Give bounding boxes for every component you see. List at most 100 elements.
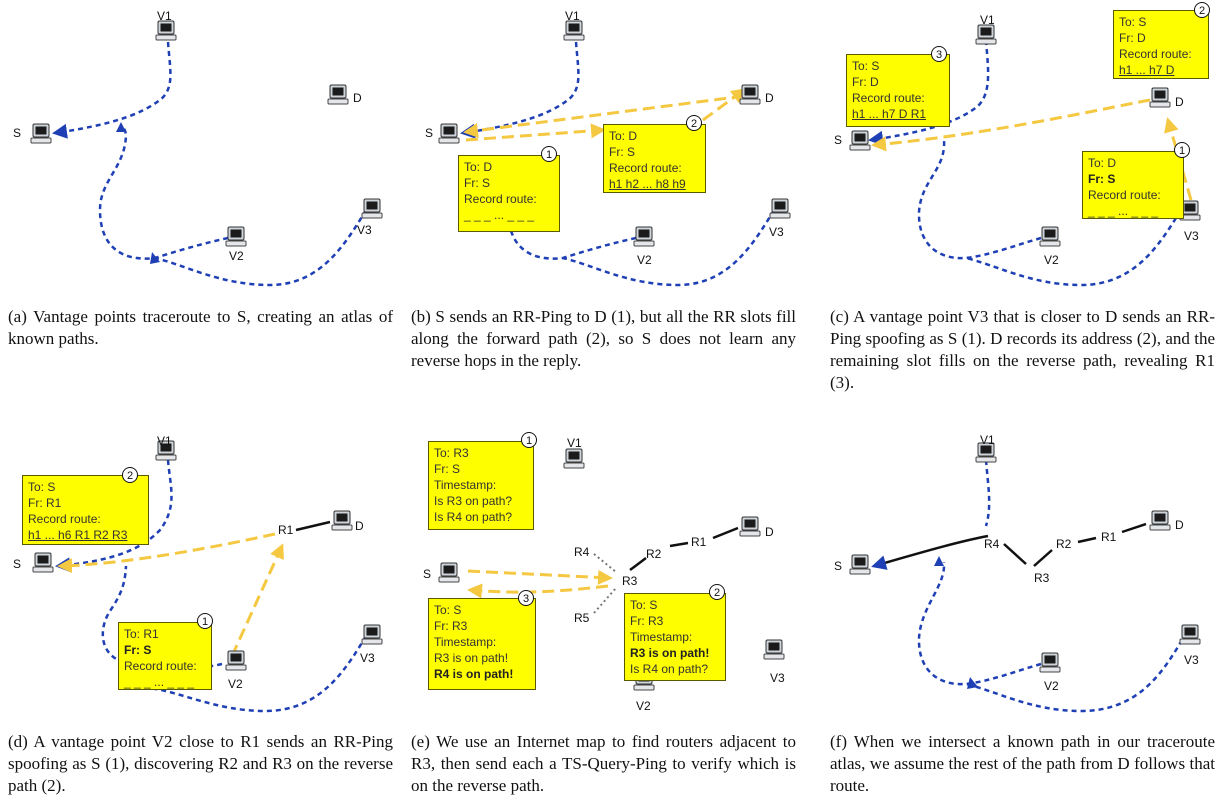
computer-icon-d bbox=[739, 516, 761, 537]
panel-e: V1 D R1 R2 R3 R4 R5 S V2 V3 To: R3 Fr: S… bbox=[408, 426, 808, 805]
node-label-v2: V2 bbox=[1044, 679, 1059, 693]
probe-to-d bbox=[702, 88, 747, 122]
ts-query-r3: Is R3 on path? bbox=[434, 494, 513, 508]
node-label-r3: R3 bbox=[622, 574, 638, 588]
caption-b: (b) S sends an RR-Ping to D (1), but all… bbox=[411, 307, 796, 370]
arrow-head bbox=[116, 122, 126, 132]
node-label-r1: R1 bbox=[278, 523, 294, 537]
panel-a-diagram: V1 D S V2 V3 bbox=[13, 9, 383, 287]
computer-icon-s bbox=[438, 562, 460, 583]
panel-b: V1 D S V2 V3 To: D Fr: S Record route: _… bbox=[408, 0, 808, 380]
packet-to: To: S bbox=[28, 480, 56, 494]
packet-from: Fr: R3 bbox=[630, 614, 664, 628]
packet-to: To: S bbox=[434, 603, 462, 617]
adjacency-r3-r5 bbox=[593, 587, 617, 614]
node-label-r3: R3 bbox=[1034, 571, 1050, 585]
packet-field: Record route: bbox=[28, 512, 101, 526]
packet-field: Timestamp: bbox=[434, 478, 497, 492]
path-v3-to-v2 bbox=[147, 635, 368, 713]
path-v1-to-s bbox=[52, 41, 172, 139]
path-v1-to-s bbox=[55, 459, 173, 573]
packet-field: Record route: bbox=[124, 659, 197, 673]
link-r1-d bbox=[712, 526, 739, 540]
probe-v2-to-r1 bbox=[230, 543, 284, 657]
step-badge-1: 1 bbox=[521, 432, 537, 448]
adjacency-r3-r4 bbox=[593, 553, 617, 573]
computer-icon-v3 bbox=[361, 624, 383, 645]
computer-icon-s bbox=[849, 554, 871, 575]
computer-icon-d bbox=[327, 84, 349, 105]
path-v1-to-r4 bbox=[984, 459, 991, 527]
node-label-v3: V3 bbox=[770, 671, 785, 685]
rr-packet-box-1: To: D Fr: S Record route: _ _ _ ... _ _ … bbox=[458, 155, 560, 232]
computer-icon-s bbox=[438, 123, 460, 144]
node-label-v3: V3 bbox=[1184, 229, 1199, 243]
packet-slots: h1 ... h6 R1 R2 R3 bbox=[28, 528, 128, 542]
path-v2-to-s bbox=[506, 209, 637, 260]
computer-icon-v3 bbox=[1179, 624, 1201, 645]
packet-to: To: R3 bbox=[434, 446, 469, 460]
computer-icon-d bbox=[1149, 510, 1171, 531]
packet-field: Record route: bbox=[1119, 47, 1192, 61]
panel-b-diagram: V1 D S V2 V3 bbox=[425, 9, 791, 287]
panel-f-diagram: V1 D R1 R2 R3 R4 S V2 V3 bbox=[834, 433, 1201, 713]
caption-c: (c) A vantage point V3 that is closer to… bbox=[830, 307, 1215, 392]
step-badge-2: 2 bbox=[122, 467, 138, 483]
caption-a: (a) Vantage points traceroute to S, crea… bbox=[8, 307, 393, 348]
rr-packet-box-2: To: S Fr: D Record route: h1 ... h7 D bbox=[1113, 10, 1209, 79]
node-label-d: D bbox=[765, 91, 774, 105]
rr-packet-box-2: To: D Fr: S Record route: h1 h2 ... h8 h… bbox=[603, 124, 706, 193]
node-label-v2: V2 bbox=[637, 253, 652, 267]
packet-from: Fr: S bbox=[124, 643, 152, 657]
step-badge-1: 1 bbox=[1174, 142, 1190, 158]
packet-from: Fr: R1 bbox=[28, 496, 62, 510]
caption-f: (f) When we intersect a known path in ou… bbox=[830, 732, 1215, 795]
computer-icon-v3 bbox=[361, 198, 383, 219]
computer-icon-v3 bbox=[769, 198, 791, 219]
packet-from: Fr: S bbox=[609, 145, 635, 159]
node-label-s: S bbox=[13, 126, 21, 140]
node-label-d: D bbox=[1175, 95, 1184, 109]
path-v2-to-r4 bbox=[917, 561, 1042, 686]
panel-f: V1 D R1 R2 R3 R4 S V2 V3 (f) When we int… bbox=[816, 426, 1216, 805]
node-label-v1: V1 bbox=[567, 436, 582, 450]
computer-icon-v2 bbox=[225, 226, 247, 247]
node-label-v1: V1 bbox=[980, 433, 995, 447]
rr-packet-box-1: To: D Fr: S Record route: _ _ _ ... _ _ … bbox=[1082, 151, 1184, 219]
node-label-v2: V2 bbox=[636, 699, 651, 713]
node-label-v2: V2 bbox=[228, 677, 243, 691]
packet-slots: _ _ _ ... _ _ _ bbox=[124, 675, 195, 689]
link-r1-d bbox=[295, 520, 331, 532]
node-label-v3: V3 bbox=[357, 223, 372, 237]
step-badge-1: 1 bbox=[541, 146, 557, 162]
link-r2-r1 bbox=[1077, 536, 1097, 544]
ts-query-r4: Is R4 on path? bbox=[434, 510, 513, 524]
panel-c: V1 D S V2 V3 To: D Fr: S Record route: _… bbox=[816, 0, 1216, 392]
probe-d-to-s bbox=[871, 98, 1151, 152]
node-label-s: S bbox=[425, 126, 433, 140]
packet-slots: h1 ... h7 D R1 bbox=[852, 107, 927, 121]
packet-field: Timestamp: bbox=[434, 635, 497, 649]
ts-answer-r3: R3 is on path! bbox=[434, 651, 509, 665]
step-badge-2: 2 bbox=[709, 584, 725, 600]
ts-packet-box-1: To: R3 Fr: S Timestamp: Is R3 on path? I… bbox=[428, 441, 534, 530]
node-label-v2: V2 bbox=[229, 249, 244, 263]
computer-icon-d bbox=[1149, 87, 1171, 108]
step-badge-2: 2 bbox=[1194, 2, 1210, 18]
node-label-v1: V1 bbox=[157, 9, 172, 23]
link-r2-r1 bbox=[669, 541, 689, 548]
packet-from: Fr: D bbox=[852, 75, 879, 89]
path-v3-to-v2 bbox=[965, 217, 1178, 287]
computer-icon-v1 bbox=[563, 20, 585, 41]
packet-slots: h1 ... h7 D bbox=[1119, 63, 1175, 77]
ts-answer-r3: R3 is on path! bbox=[630, 646, 710, 660]
packet-to: To: S bbox=[852, 59, 880, 73]
packet-slots: h1 h2 ... h8 h9 bbox=[609, 177, 686, 191]
node-label-r2: R2 bbox=[646, 547, 662, 561]
path-v3-to-v2 bbox=[562, 209, 776, 287]
link-r4-r3 bbox=[1003, 543, 1027, 565]
probe-s-to-box2 bbox=[465, 123, 606, 142]
node-label-v1: V1 bbox=[565, 9, 580, 23]
path-v2-to-s bbox=[917, 139, 1042, 260]
packet-from: Fr: D bbox=[1119, 31, 1146, 45]
